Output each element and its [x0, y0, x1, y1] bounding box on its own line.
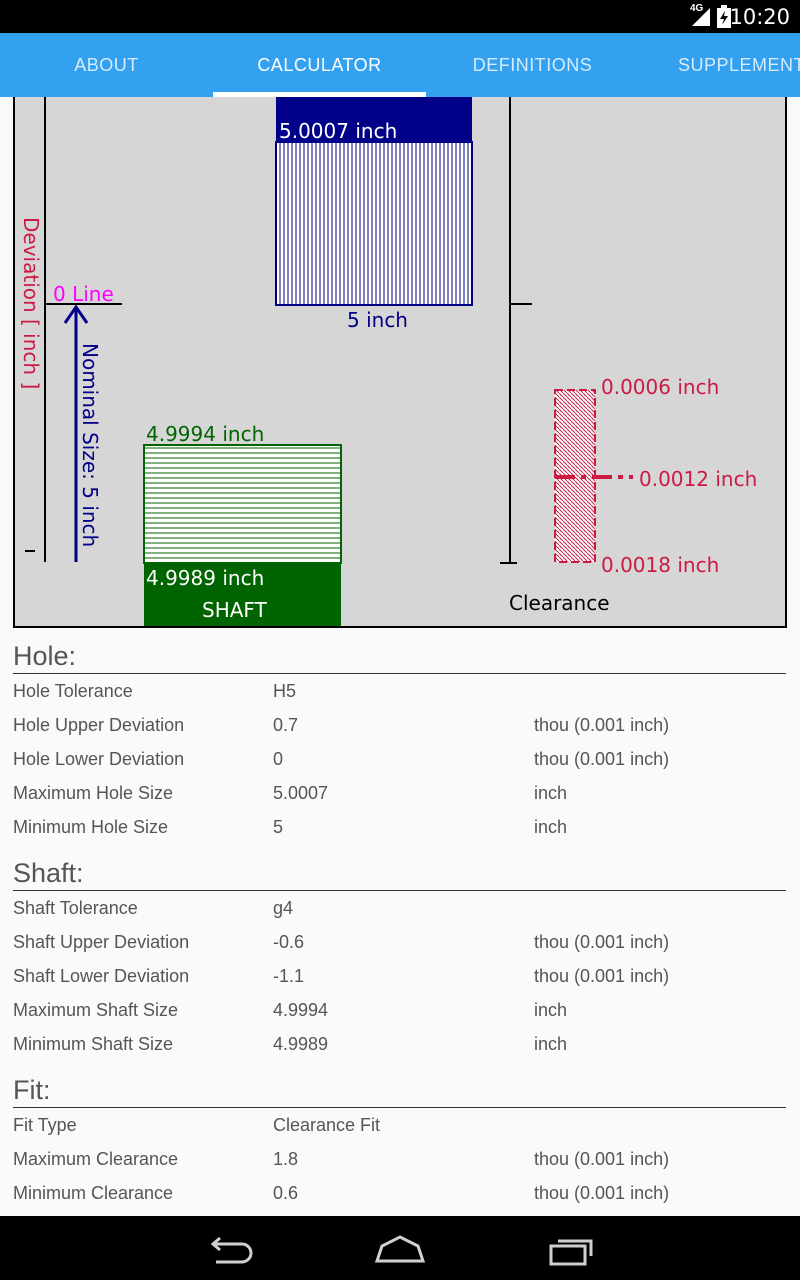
row-value: 4.9994: [273, 1000, 329, 1020]
row-value: Clearance Fit: [273, 1115, 381, 1135]
deviation-axis-label: Deviation [ inch ]: [19, 217, 43, 389]
nominal-arrowhead: [63, 304, 89, 324]
shaft-section-title: Shaft:: [13, 855, 786, 891]
row-value: -1.1: [273, 966, 305, 986]
navigation-bar: [0, 1216, 800, 1280]
hole-max-label: 5.0007 inch: [279, 119, 397, 143]
row-label: Maximum Shaft Size: [13, 1000, 179, 1020]
hole-min-label: 5 inch: [347, 308, 408, 332]
row-unit: inch: [534, 1034, 568, 1054]
shaft-min-label: 4.9989 inch: [146, 566, 264, 590]
tab-calculator[interactable]: CALCULATOR: [257, 55, 382, 75]
row-label: Hole Lower Deviation: [13, 749, 185, 769]
row-unit: inch: [534, 817, 568, 837]
shaft-max-label: 4.9994 inch: [146, 422, 264, 446]
status-bar: 4G 10:20: [0, 0, 800, 33]
row-label: Maximum Hole Size: [13, 783, 174, 803]
hole-section-title: Hole:: [13, 638, 786, 674]
row-unit: thou (0.001 inch): [534, 715, 670, 735]
row-label: Fit Type: [13, 1115, 77, 1135]
hole-lower-deviation-row: Hole Lower Deviation 0 thou (0.001 inch): [13, 742, 786, 776]
row-value: 0.6: [273, 1183, 299, 1203]
shaft-tolerance-zone: [143, 444, 342, 564]
maximum-shaft-size-row: Maximum Shaft Size 4.9994 inch: [13, 993, 786, 1027]
shaft-tolerance-row: Shaft Tolerance g4: [13, 891, 786, 925]
row-label: Minimum Clearance: [13, 1183, 174, 1203]
row-unit: thou (0.001 inch): [534, 1183, 670, 1203]
row-label: Shaft Tolerance: [13, 898, 138, 918]
fit-section-title: Fit:: [13, 1072, 786, 1108]
clock: 10:20: [729, 5, 790, 29]
fit-type-row: Fit Type Clearance Fit: [13, 1108, 786, 1142]
row-value: 0: [273, 749, 284, 769]
row-unit: inch: [534, 783, 568, 803]
row-value: g4: [273, 898, 294, 918]
active-tab-indicator: [213, 92, 426, 97]
row-label: Minimum Hole Size: [13, 817, 169, 837]
hole-max-band: [276, 97, 472, 142]
clearance-label: Clearance: [509, 591, 610, 615]
tab-supplement[interactable]: SUPPLEMENT: [678, 55, 800, 75]
row-value: 4.9989: [273, 1034, 329, 1054]
tolerance-diagram: 0 Line Deviation [ inch ] Nominal Size: …: [13, 97, 787, 628]
back-icon[interactable]: [204, 1236, 254, 1264]
row-value: 1.8: [273, 1149, 299, 1169]
shaft-label: SHAFT: [202, 598, 268, 622]
row-value: H5: [273, 681, 297, 701]
signal-icon: [692, 8, 710, 26]
minimum-hole-size-row: Minimum Hole Size 5 inch: [13, 810, 786, 844]
row-label: Shaft Lower Deviation: [13, 966, 190, 986]
tab-definitions[interactable]: DEFINITIONS: [472, 55, 593, 75]
fit-section: Fit: Fit Type Clearance Fit Maximum Clear…: [13, 1072, 786, 1210]
row-label: Maximum Clearance: [13, 1149, 179, 1169]
hole-upper-deviation-row: Hole Upper Deviation 0.7 thou (0.001 inch): [13, 708, 786, 742]
tab-bar: ABOUT CALCULATOR DEFINITIONS SUPPLEMENT: [0, 33, 800, 97]
clearance-min-label: 0.0006 inch: [601, 375, 719, 399]
row-label: Hole Upper Deviation: [13, 715, 185, 735]
minimum-clearance-row: Minimum Clearance 0.6 thou (0.001 inch): [13, 1176, 786, 1210]
minimum-shaft-size-row: Minimum Shaft Size 4.9989 inch: [13, 1027, 786, 1061]
nominal-size-label: Nominal Size: 5 inch: [78, 343, 102, 547]
recents-icon[interactable]: [548, 1234, 596, 1266]
row-unit: thou (0.001 inch): [534, 749, 670, 769]
maximum-clearance-row: Maximum Clearance 1.8 thou (0.001 inch): [13, 1142, 786, 1176]
clearance-max-label: 0.0018 inch: [601, 553, 719, 577]
row-label: Hole Tolerance: [13, 681, 133, 701]
row-label: Shaft Upper Deviation: [13, 932, 190, 952]
row-value: 5.0007: [273, 783, 329, 803]
shaft-lower-deviation-row: Shaft Lower Deviation -1.1 thou (0.001 inc…: [13, 959, 786, 993]
maximum-hole-size-row: Maximum Hole Size 5.0007 inch: [13, 776, 786, 810]
hole-tolerance-zone: [275, 141, 473, 306]
row-unit: inch: [534, 1000, 568, 1020]
row-value: 0.7: [273, 715, 299, 735]
home-icon[interactable]: [374, 1234, 426, 1264]
shaft-upper-deviation-row: Shaft Upper Deviation -0.6 thou (0.001 inc…: [13, 925, 786, 959]
hole-section: Hole: Hole Tolerance H5 Hole Upper Deviat…: [13, 638, 786, 844]
shaft-body: [144, 562, 341, 626]
battery-icon: [717, 5, 731, 28]
shaft-section: Shaft: Shaft Tolerance g4 Shaft Upper Dev…: [13, 855, 786, 1061]
row-value: 5: [273, 817, 284, 837]
row-unit: thou (0.001 inch): [534, 966, 670, 986]
row-label: Minimum Shaft Size: [13, 1034, 174, 1054]
tab-about[interactable]: ABOUT: [74, 55, 139, 75]
clearance-mid-label: 0.0012 inch: [639, 467, 757, 491]
network-type: 4G: [690, 3, 704, 14]
zero-line-label: 0 Line: [53, 282, 114, 306]
row-unit: thou (0.001 inch): [534, 1149, 670, 1169]
row-value: -0.6: [273, 932, 305, 952]
row-unit: thou (0.001 inch): [534, 932, 670, 952]
hole-tolerance-row: Hole Tolerance H5: [13, 674, 786, 708]
